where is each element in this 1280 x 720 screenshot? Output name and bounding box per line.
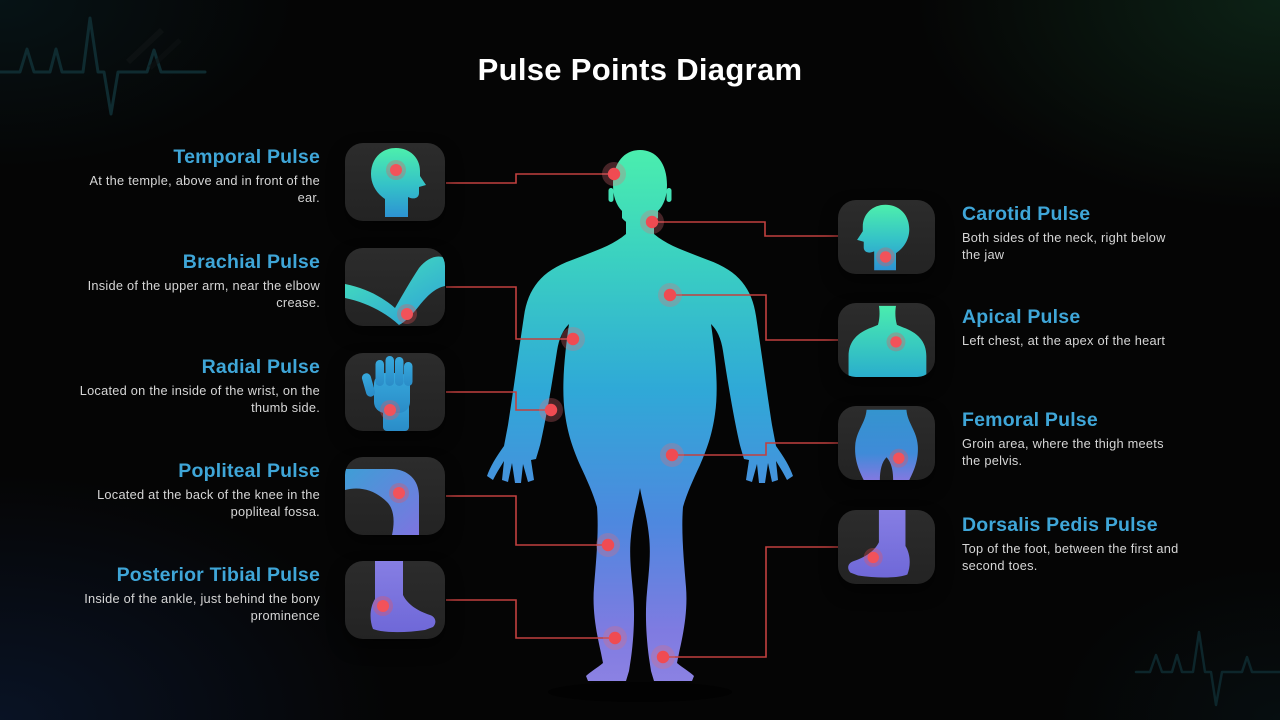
body-silhouette	[487, 150, 793, 681]
body-head	[613, 150, 667, 226]
icon-tile-dorsalis-pedis	[838, 510, 935, 584]
connector-radial	[446, 391, 551, 411]
connector-temporal	[446, 173, 614, 184]
pulse-dot-carotid	[640, 210, 664, 234]
pelvis-hips-icon	[855, 409, 918, 480]
item-description: Located on the inside of the wrist, on t…	[79, 383, 320, 415]
item-description: Inside of the ankle, just behind the bon…	[84, 591, 320, 623]
icon-tile-brachial	[345, 248, 445, 326]
pulse-dot-femoral	[660, 443, 684, 467]
pulse-dot-dorsalis-pedis	[651, 645, 675, 669]
item-description: At the temple, above and in front of the…	[89, 173, 320, 205]
torso-chest-icon	[848, 305, 927, 377]
connector-femoral	[672, 442, 838, 456]
icon-tile-radial	[345, 353, 445, 431]
item-description: Both sides of the neck, right below the …	[962, 230, 1166, 262]
icon-tile-carotid	[838, 200, 935, 274]
pulse-item-carotid: Carotid Pulse Both sides of the neck, ri…	[962, 203, 1184, 263]
pulse-item-popliteal: Popliteal Pulse Located at the back of t…	[70, 460, 320, 520]
pulse-dot-radial	[539, 398, 563, 422]
ekg-line-top-left-icon	[0, 16, 207, 116]
item-description: Groin area, where the thigh meets the pe…	[962, 436, 1164, 468]
pulse-dot-popliteal	[596, 533, 620, 557]
foot-side-right-icon	[370, 561, 436, 633]
pulse-item-brachial: Brachial Pulse Inside of the upper arm, …	[70, 251, 320, 311]
pulse-dot-apical	[658, 283, 682, 307]
ekg-line-bottom-right-icon	[1134, 630, 1280, 707]
body-shadow	[548, 682, 732, 702]
connector-carotid	[652, 221, 838, 237]
item-title: Temporal Pulse	[173, 146, 320, 168]
item-title: Brachial Pulse	[182, 251, 320, 273]
bent-elbow-icon	[345, 256, 445, 325]
decorative-slash	[125, 27, 165, 65]
connector-apical	[670, 294, 838, 341]
page-title: Pulse Points Diagram	[477, 52, 803, 87]
item-title: Posterior Tibial Pulse	[116, 564, 320, 586]
pulse-item-radial: Radial Pulse Located on the inside of th…	[70, 356, 320, 416]
connector-lines	[446, 173, 838, 658]
pulse-item-temporal: Temporal Pulse At the temple, above and …	[70, 146, 320, 206]
hand-palm-icon	[361, 356, 413, 431]
pulse-dot-brachial	[561, 327, 585, 351]
item-description: Inside of the upper arm, near the elbow …	[87, 278, 320, 310]
head-profile-right-icon	[371, 148, 426, 217]
item-description: Top of the foot, between the first and s…	[962, 541, 1179, 573]
pulse-item-posterior-tibial: Posterior Tibial Pulse Inside of the ank…	[70, 564, 320, 624]
pulse-dots	[539, 162, 684, 669]
item-title: Radial Pulse	[201, 356, 320, 378]
pulse-item-apical: Apical Pulse Left chest, at the apex of …	[962, 306, 1184, 350]
item-title: Femoral Pulse	[962, 409, 1098, 431]
pulse-item-dorsalis-pedis: Dorsalis Pedis Pulse Top of the foot, be…	[962, 514, 1184, 574]
connector-dorsalis-pedis	[663, 546, 838, 658]
pulse-dot-posterior-tibial	[603, 626, 627, 650]
item-title: Popliteal Pulse	[178, 460, 320, 482]
item-description: Left chest, at the apex of the heart	[962, 333, 1166, 348]
icon-tile-popliteal	[345, 457, 445, 535]
icon-tile-apical	[838, 303, 935, 377]
bent-knee-icon	[345, 469, 419, 535]
head-profile-left-icon	[857, 204, 910, 271]
connector-popliteal	[446, 495, 608, 546]
decorative-slash	[148, 38, 182, 70]
item-title: Apical Pulse	[962, 306, 1081, 328]
item-description: Located at the back of the knee in the p…	[97, 487, 320, 519]
pulse-dot-temporal	[602, 162, 626, 186]
item-title: Dorsalis Pedis Pulse	[962, 514, 1158, 536]
foot-side-left-icon	[848, 510, 910, 578]
icon-tile-posterior-tibial	[345, 561, 445, 639]
icon-tile-temporal	[345, 143, 445, 221]
icon-tile-femoral	[838, 406, 935, 480]
item-title: Carotid Pulse	[962, 203, 1091, 225]
connector-brachial	[446, 286, 573, 340]
pulse-item-femoral: Femoral Pulse Groin area, where the thig…	[962, 409, 1184, 469]
connector-posterior-tibial	[446, 599, 615, 639]
